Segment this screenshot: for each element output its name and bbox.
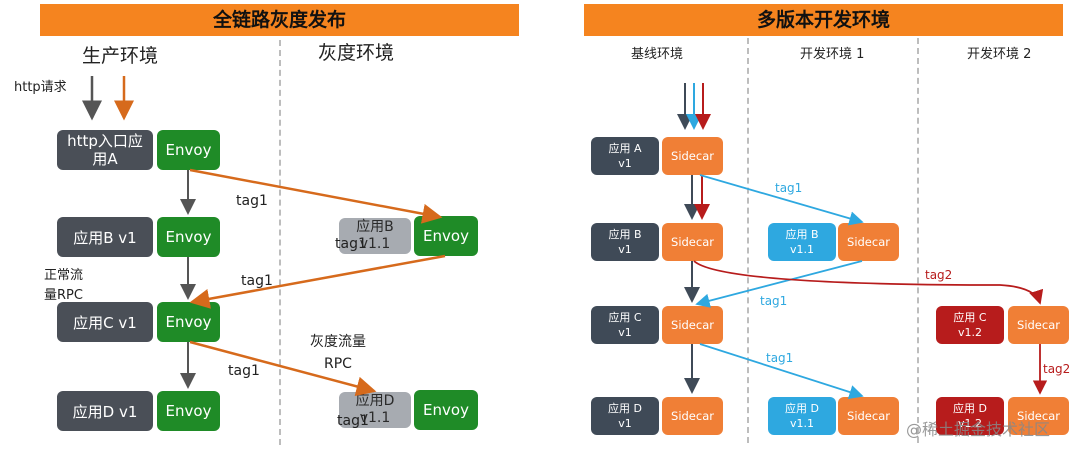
env-gray-label: 灰度环境 xyxy=(318,42,395,64)
tag2-label-dev2c-to-dev2d: tag2 xyxy=(1043,362,1071,376)
gray-app-b-box: 应用B v1.1 xyxy=(339,218,411,254)
normal-rpc-label: 正常流 量RPC xyxy=(44,268,84,303)
base-app-c: 应用 C v1 xyxy=(591,306,659,344)
app-c-box: 应用C v1 xyxy=(57,302,153,342)
http-request-label: http请求 xyxy=(14,80,67,95)
tag2-label-b-to-dev2c: tag2 xyxy=(925,268,953,282)
app-b-box: 应用B v1 xyxy=(57,217,153,257)
app-d-envoy: Envoy xyxy=(157,391,220,431)
base-app-c-sidecar: Sidecar xyxy=(662,306,723,344)
dev1-app-b: 应用 B v1.1 xyxy=(768,223,836,261)
dev1-app-d: 应用 D v1.1 xyxy=(768,397,836,435)
app-a-envoy: Envoy xyxy=(157,130,220,170)
tag1-label-a-to-devb: tag1 xyxy=(775,181,803,195)
gray-app-d-envoy: Envoy xyxy=(414,390,478,430)
tag1-label-c-to-devd: tag1 xyxy=(766,351,794,365)
app-a-box: http入口应 用A xyxy=(57,130,153,170)
left-arrows xyxy=(82,76,446,397)
env-dev2-label: 开发环境 2 xyxy=(967,47,1032,62)
dev2-app-d: 应用 D v1.2 xyxy=(936,397,1004,435)
gray-app-d-box: 应用D v1.1 xyxy=(339,392,411,428)
tag1-label-devb-to-c: tag1 xyxy=(760,294,788,308)
env-dev1-label: 开发环境 1 xyxy=(800,47,865,62)
tag-label-gray-d: tag1 xyxy=(337,413,369,429)
env-base-label: 基线环境 xyxy=(631,47,684,62)
gray-rpc-label: 灰度流量 RPC xyxy=(310,334,366,372)
dev2-app-d-sidecar: Sidecar xyxy=(1008,397,1069,435)
base-app-d: 应用 D v1 xyxy=(591,397,659,435)
right-divider-1 xyxy=(747,38,749,443)
base-app-a: 应用 A v1 xyxy=(591,137,659,175)
base-app-b-sidecar: Sidecar xyxy=(662,223,723,261)
base-app-a-sidecar: Sidecar xyxy=(662,137,723,175)
dev1-app-d-sidecar: Sidecar xyxy=(838,397,899,435)
base-app-d-sidecar: Sidecar xyxy=(662,397,723,435)
tag-label-gray-b: tag1 xyxy=(335,236,367,252)
right-arrows xyxy=(677,83,1048,400)
gray-app-b-envoy: Envoy xyxy=(414,216,478,256)
left-title-banner: 全链路灰度发布 xyxy=(40,4,519,36)
dev2-app-c-sidecar: Sidecar xyxy=(1008,306,1069,344)
env-prod-label: 生产环境 xyxy=(82,45,159,67)
tag-label-b-to-c: tag1 xyxy=(241,273,273,289)
dev1-app-b-sidecar: Sidecar xyxy=(838,223,899,261)
watermark: @稀土掘金技术社区 xyxy=(906,420,1051,439)
right-divider-2 xyxy=(917,38,919,443)
app-b-envoy: Envoy xyxy=(157,217,220,257)
app-d-box: 应用D v1 xyxy=(57,391,153,431)
left-divider xyxy=(279,40,281,445)
tag-label-a-to-b: tag1 xyxy=(236,193,268,209)
base-app-b: 应用 B v1 xyxy=(591,223,659,261)
right-title-banner: 多版本开发环境 xyxy=(584,4,1063,36)
tag-label-c-to-d: tag1 xyxy=(228,363,260,379)
dev2-app-c: 应用 C v1.2 xyxy=(936,306,1004,344)
